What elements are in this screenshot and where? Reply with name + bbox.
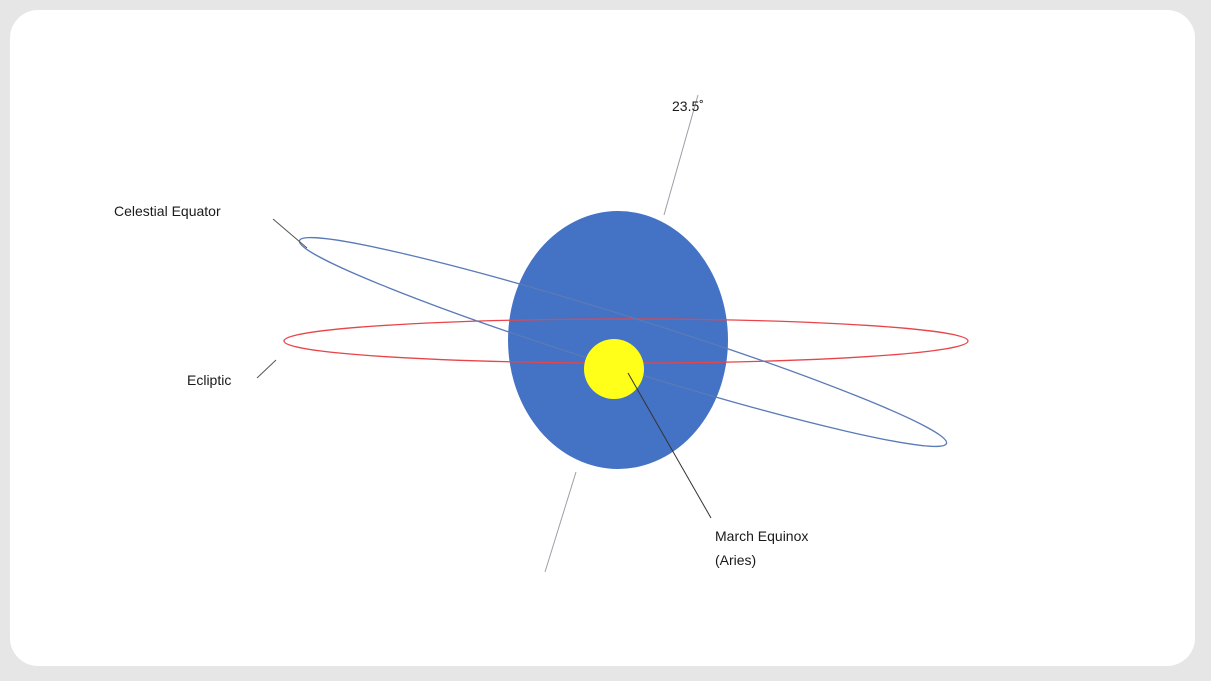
axis-line-upper	[663, 94, 699, 216]
celestial-equator-label: Celestial Equator	[114, 203, 221, 219]
sun	[584, 339, 644, 399]
ecliptic-label: Ecliptic	[187, 372, 231, 388]
tilt-angle-label: 23.5˚	[672, 98, 704, 114]
celestial-equator-leader	[272, 218, 308, 249]
march-equinox-leader	[627, 372, 712, 519]
march-equinox-label: March Equinox	[715, 528, 808, 544]
aries-label: (Aries)	[715, 552, 756, 568]
diagram-panel: 23.5˚ Celestial Equator Ecliptic March E…	[10, 10, 1195, 666]
ecliptic-leader	[256, 359, 277, 379]
axis-line-lower	[544, 471, 577, 573]
celestial-diagram: 23.5˚ Celestial Equator Ecliptic March E…	[114, 94, 969, 573]
